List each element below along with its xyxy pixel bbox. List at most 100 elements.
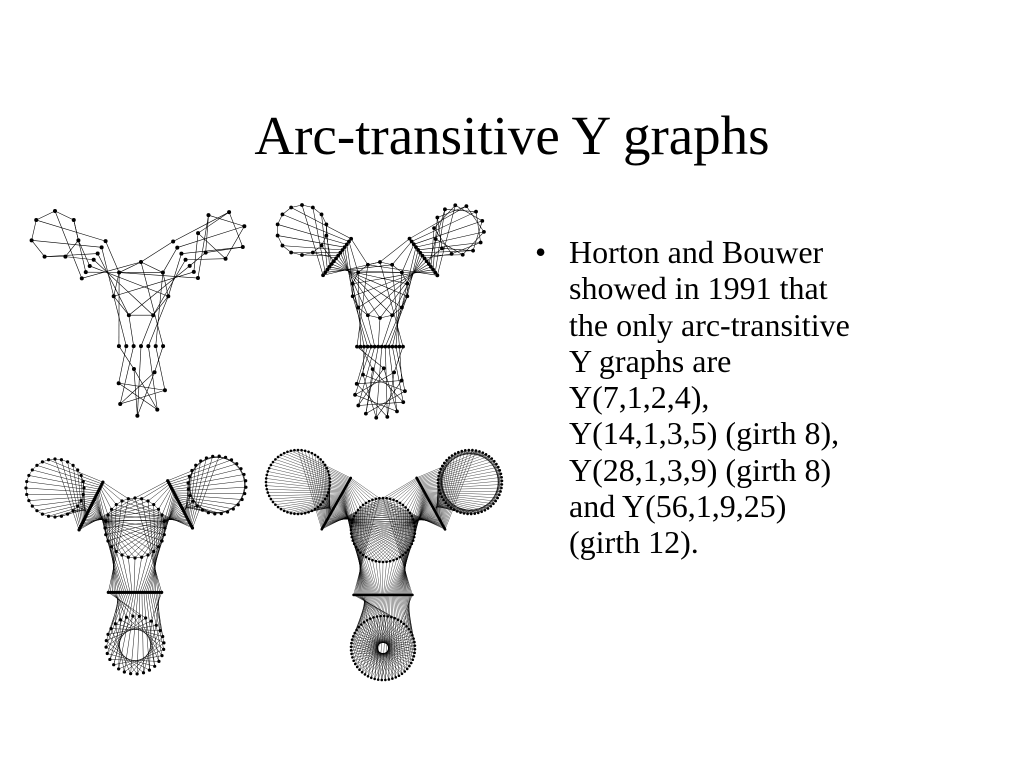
graph-vertex <box>328 480 332 484</box>
graph-vertex <box>499 490 502 493</box>
graph-edge <box>270 494 342 500</box>
bullet-marker: • <box>535 234 547 270</box>
graph-edge <box>148 296 169 347</box>
graph-vertex <box>364 501 368 505</box>
graph-vertex <box>131 614 135 618</box>
graph-vertex <box>265 473 269 477</box>
graph-vertex <box>327 264 332 269</box>
graph-vertex <box>244 485 248 489</box>
graph-edge <box>113 272 120 297</box>
graph-edge <box>371 594 385 678</box>
graph-edge <box>181 506 203 511</box>
graph-edge <box>411 487 422 517</box>
graph-vertex <box>46 514 51 518</box>
graph-vertex <box>494 499 498 503</box>
graph-vertex <box>410 514 414 518</box>
graph-edge <box>433 227 452 255</box>
graph-edge <box>438 460 447 491</box>
graph-vertex <box>374 559 378 563</box>
graph-edge <box>360 346 373 370</box>
graph-vertex <box>436 481 440 485</box>
graph-vertex <box>383 344 388 349</box>
graph-vertex <box>326 491 330 494</box>
graph-vertex <box>385 560 388 564</box>
graph-vertex <box>471 448 474 452</box>
graph-edge <box>356 346 368 384</box>
graph-vertex <box>156 507 161 511</box>
graph-edge <box>490 477 502 507</box>
graph-vertex <box>328 477 332 480</box>
graph-vertex <box>359 506 362 509</box>
graph-vertex <box>27 498 31 503</box>
graph-edge <box>494 461 501 492</box>
graph-edge <box>383 561 387 595</box>
graph-edge <box>497 467 499 499</box>
graph-vertex <box>372 616 375 619</box>
graph-vertex <box>141 671 146 675</box>
graph-edge <box>338 499 370 559</box>
graph-edge <box>395 346 406 392</box>
graph-vertex <box>350 652 353 656</box>
graph-edge <box>113 655 163 665</box>
bullet-line: the only arc-transitive <box>569 306 850 343</box>
graph-edge <box>379 561 382 595</box>
graph-vertex <box>264 484 268 487</box>
graph-edge <box>189 460 201 523</box>
graph-edge <box>485 454 503 481</box>
graph-edge <box>112 504 117 593</box>
graph-vertex <box>437 485 440 489</box>
graph-edge <box>357 511 436 551</box>
graph-edge <box>118 619 121 669</box>
graph-vertex <box>347 239 351 244</box>
graph-vertex <box>401 344 405 349</box>
graph-edge <box>317 506 334 509</box>
graph-edge <box>147 592 160 662</box>
graph-vertex <box>225 510 230 514</box>
graph-edge <box>287 451 350 480</box>
graph-edge <box>140 315 154 347</box>
graph-vertex <box>350 281 355 286</box>
graph-edge <box>173 211 230 242</box>
graph-vertex <box>349 645 353 649</box>
graph-edge <box>284 499 339 512</box>
graph-edge <box>78 240 91 267</box>
graph-edge <box>360 510 435 553</box>
graph-edge <box>426 496 489 509</box>
graph-edge <box>406 594 411 627</box>
graph-vertex <box>388 497 392 501</box>
graph-vertex <box>289 511 293 515</box>
graph-vertex <box>307 510 310 514</box>
graph-vertex <box>319 212 324 217</box>
graph-vertex <box>390 313 395 318</box>
graph-edge <box>444 449 473 464</box>
graph-edge <box>441 248 474 251</box>
graph-vertex <box>404 506 407 509</box>
graph-vertex <box>381 560 385 564</box>
graph-vertex <box>160 513 164 517</box>
graph-vertex <box>356 403 361 408</box>
graph-edge <box>389 552 406 595</box>
bullet-line: showed in 1991 that <box>569 270 828 307</box>
graph-edge <box>143 540 163 593</box>
graph-vertex <box>441 464 444 468</box>
graph-edge <box>398 594 412 664</box>
bullet-line: Horton and Bouwer <box>569 234 824 270</box>
graph-edge <box>98 490 106 522</box>
graph-vertex <box>282 451 286 455</box>
graph-edges <box>277 204 485 418</box>
graph-vertex <box>300 253 304 257</box>
graph-edge <box>465 450 495 462</box>
graph-vertex <box>29 238 34 243</box>
graph-edge <box>344 247 353 297</box>
graph-vertex <box>79 498 83 503</box>
graph-vertex <box>395 499 399 503</box>
graph-edge <box>386 558 398 595</box>
graph-edge <box>335 504 391 562</box>
graph-edge <box>355 512 436 548</box>
graph-edge <box>372 560 380 595</box>
graph-vertex <box>433 237 438 242</box>
graph-edge <box>388 296 408 347</box>
graph-edge <box>183 501 194 511</box>
graph-vertex <box>360 670 364 674</box>
graph-edge <box>393 480 419 500</box>
